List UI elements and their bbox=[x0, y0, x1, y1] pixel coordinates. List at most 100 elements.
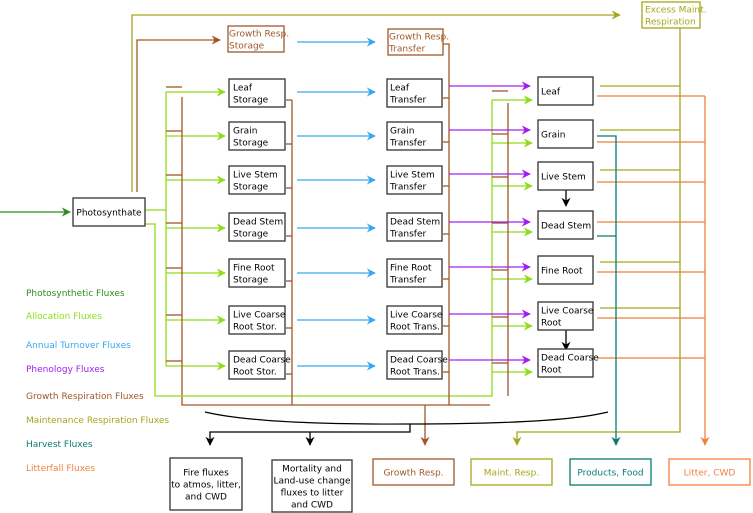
leaf-pool-box-border bbox=[537, 76, 594, 106]
leaf-transfer-box-label: Leaf bbox=[390, 84, 410, 94]
growth-resp-transfer-box-label: Growth Resp. bbox=[389, 33, 449, 43]
live-stem-pool-box-border bbox=[537, 161, 594, 191]
dead-stem-transfer-box-border bbox=[386, 212, 443, 242]
growth-resp-storage-box-border bbox=[227, 25, 285, 53]
fire-fluxes-box-label: to atmos, litter, bbox=[171, 481, 241, 491]
growth-resp-storage-box: Growth Resp. Storage bbox=[227, 25, 289, 53]
grain-transfer-box-label: Grain bbox=[390, 127, 414, 137]
excess-maint-resp-box-label: Excess Maint. bbox=[645, 6, 706, 16]
maint-resp-sink-box-label: Maint. Resp. bbox=[484, 469, 539, 479]
maint-resp-sink-box: Maint. Resp. bbox=[470, 458, 553, 486]
legend-item-maint_resp: Maintenance Respiration Fluxes bbox=[26, 416, 169, 426]
dead-stem-storage-box-label: Storage bbox=[233, 230, 269, 240]
grain-pool-box-border bbox=[537, 119, 594, 149]
growth-resp-storage-flux-arrow bbox=[136, 35, 221, 192]
legend-item-phenology: Phenology Fluxes bbox=[26, 365, 105, 375]
legend-item-photosynthetic: Photosynthetic Fluxes bbox=[26, 289, 125, 299]
live-stem-pool-box-label: Live Stem bbox=[541, 173, 586, 183]
growth-resp-sink-box: Growth Resp. bbox=[372, 458, 455, 486]
dead-stem-storage-box-border bbox=[228, 212, 286, 242]
fine-root-storage-box-label: Storage bbox=[233, 276, 269, 286]
harvest-bus bbox=[597, 135, 621, 446]
dead-stem-storage-box-label: Dead Stem bbox=[233, 218, 283, 228]
growth-resp-transfer-box-label: Transfer bbox=[388, 45, 425, 55]
photosynthate-box: Photosynthate bbox=[72, 197, 146, 227]
dead-stem-pool-box: Dead Stem bbox=[537, 210, 594, 240]
photosynthate-box-label: Photosynthate bbox=[76, 209, 142, 219]
leaf-transfer-box-label: Transfer bbox=[389, 96, 426, 106]
legend-item-growth_resp: Growth Respiration Fluxes bbox=[26, 392, 144, 402]
fine-root-pool-box: Fine Root bbox=[537, 255, 594, 285]
live-stem-transfer-box-border bbox=[386, 165, 443, 195]
dead-coarse-root-storage-box-label: Root Stor. bbox=[233, 368, 277, 378]
dead-stem-transfer-box-label: Transfer bbox=[389, 230, 426, 240]
growth-resp-sink-box-label: Growth Resp. bbox=[383, 469, 443, 479]
live-stem-storage-box-label: Storage bbox=[233, 183, 269, 193]
live-stem-transfer-box-label: Live Stem bbox=[390, 171, 435, 181]
leaf-pool-box-label: Leaf bbox=[541, 88, 561, 98]
growth-resp-storage-box-label: Storage bbox=[229, 42, 265, 52]
live-coarse-root-transfer-box-border bbox=[386, 305, 443, 335]
live-coarse-root-pool-box-border bbox=[537, 301, 594, 331]
fine-root-pool-box-label: Fine Root bbox=[541, 267, 583, 277]
leaf-storage-box-border bbox=[228, 78, 286, 108]
fine-root-storage-box-border bbox=[228, 258, 286, 288]
mortality-fluxes-box-label: Land-use change bbox=[273, 477, 351, 487]
dead-stem-pool-box-border bbox=[537, 210, 594, 240]
growth-resp-bus-transfer bbox=[443, 43, 450, 405]
grain-transfer-box-border bbox=[386, 121, 443, 151]
live-stem-transfer-box-label: Transfer bbox=[389, 183, 426, 193]
dead-coarse-root-pool-box-label: Dead Coarse bbox=[541, 354, 599, 364]
live-coarse-root-storage-box-label: Live Coarse bbox=[233, 311, 286, 321]
dead-coarse-root-pool-box-label: Root bbox=[541, 366, 562, 376]
grain-pool-box: Grain bbox=[537, 119, 594, 149]
growth-resp-transfer-box-border bbox=[387, 28, 444, 56]
products-food-sink-box-border bbox=[569, 458, 652, 486]
legend-item-allocation: Allocation Fluxes bbox=[26, 312, 102, 322]
live-stem-pool-box: Live Stem bbox=[537, 161, 594, 191]
litter-cwd-sink-box: Litter, CWD bbox=[668, 458, 751, 486]
leaf-storage-box-label: Storage bbox=[233, 96, 269, 106]
products-food-sink-box-label: Products, Food bbox=[577, 469, 643, 479]
grain-storage-box-label: Grain bbox=[233, 127, 257, 137]
fine-root-storage-box-label: Fine Root bbox=[233, 264, 275, 274]
mortality-fluxes-box-label: Mortality and bbox=[282, 465, 342, 475]
grain-transfer-box-label: Transfer bbox=[389, 139, 426, 149]
growth-resp-sink-box-border bbox=[372, 458, 455, 486]
products-food-sink-box: Products, Food bbox=[569, 458, 652, 486]
grain-pool-box-label: Grain bbox=[541, 131, 565, 141]
dead-stem-pool-box-label: Dead Stem bbox=[541, 222, 591, 232]
dead-coarse-root-transfer-box-label: Root Trans. bbox=[390, 368, 440, 378]
grain-storage-box-label: Storage bbox=[233, 139, 269, 149]
leaf-transfer-box-border bbox=[386, 78, 443, 108]
live-coarse-root-transfer-box-label: Live Coarse bbox=[390, 311, 443, 321]
dead-coarse-root-storage-box-border bbox=[228, 350, 286, 380]
fine-root-transfer-box-label: Fine Root bbox=[390, 264, 432, 274]
leaf-pool-box: Leaf bbox=[537, 76, 594, 106]
growth-resp-transfer-box: Growth Resp. Transfer bbox=[387, 28, 449, 56]
excess-maint-resp-box: Excess Maint.Respiration bbox=[641, 1, 706, 29]
live-coarse-root-pool-box-label: Live Coarse bbox=[541, 307, 594, 317]
legend-item-harvest: Harvest Fluxes bbox=[26, 440, 93, 450]
litter-cwd-sink-box-border bbox=[668, 458, 751, 486]
maint-resp-sink-box-border bbox=[470, 458, 553, 486]
mortality-fluxes-box-label: and CWD bbox=[291, 501, 333, 511]
growth-resp-storage-box-label: Growth Resp. bbox=[229, 30, 289, 40]
growth-resp-bus-storage bbox=[181, 97, 490, 406]
fire-fluxes-box-border bbox=[169, 457, 243, 511]
